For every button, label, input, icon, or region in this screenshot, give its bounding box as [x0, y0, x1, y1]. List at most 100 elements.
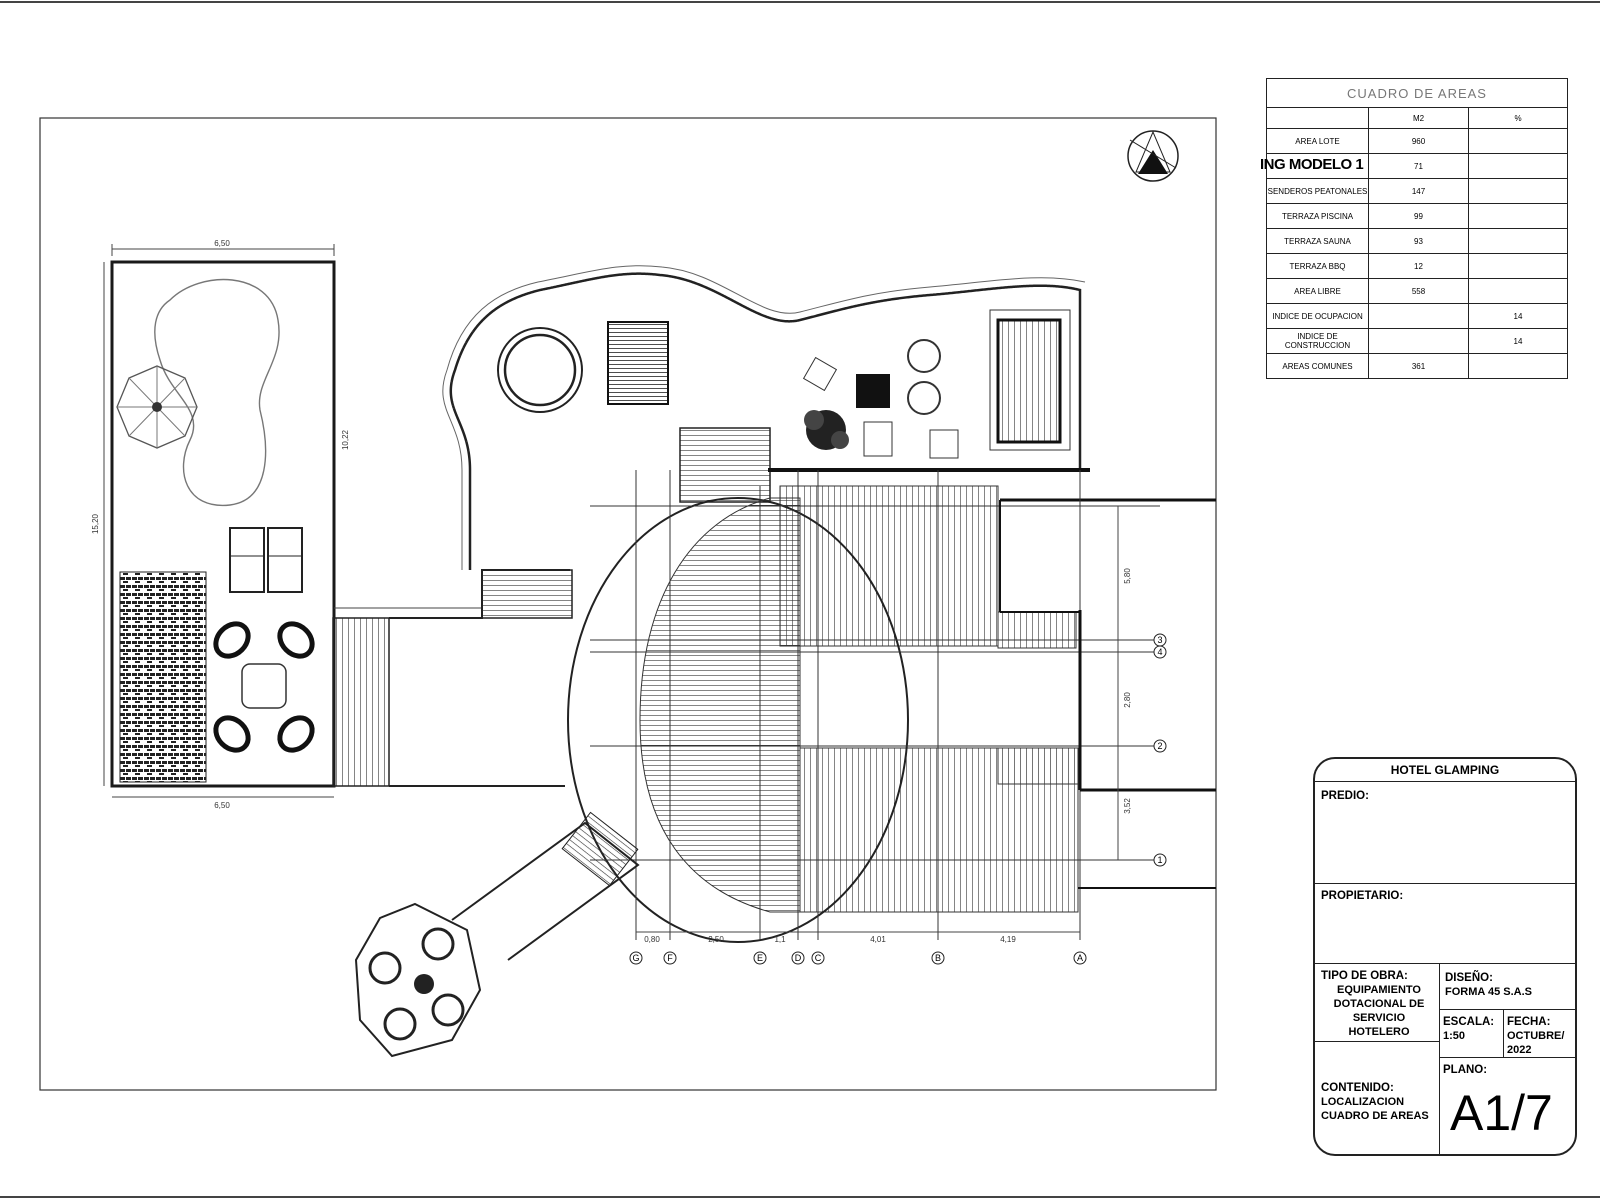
- dimension-label: 3,52: [1123, 798, 1132, 814]
- diseno-value: FORMA 45 S.A.S: [1445, 986, 1532, 998]
- plano-value: A1/7: [1450, 1085, 1553, 1141]
- areas-cell-m2: 361: [1368, 353, 1469, 379]
- grid-bubble-label: 4: [1157, 647, 1162, 657]
- tipo-obra-label: TIPO DE OBRA:: [1321, 970, 1408, 982]
- dimension-label: 1,1: [774, 935, 786, 944]
- areas-table-row: INDICE DE OCUPACION 14: [1266, 303, 1568, 329]
- areas-cell-pct: [1468, 228, 1568, 254]
- dimension-label: 4,01: [870, 935, 886, 944]
- grid-bubble-label: C: [815, 953, 822, 963]
- project-title: HOTEL GLAMPING: [1315, 759, 1575, 782]
- grid-bubble: 2: [1153, 739, 1167, 753]
- areas-table-row: INDICE DE CONSTRUCCION 14: [1266, 328, 1568, 354]
- umbrella-icon: [116, 365, 198, 449]
- grid-bubble: 4: [1153, 645, 1167, 659]
- diseno-label: DISEÑO:: [1445, 972, 1493, 984]
- col-pct: %: [1468, 107, 1568, 129]
- areas-cell-pct: [1468, 128, 1568, 154]
- south-walkway: [354, 811, 640, 1058]
- contenido-label: CONTENIDO:: [1321, 1082, 1394, 1094]
- areas-cell-label: SENDEROS PEATONALES: [1266, 178, 1369, 204]
- grid-bubble: B: [931, 951, 945, 965]
- plant-icon: [804, 410, 849, 450]
- grid-bubble-label: D: [795, 953, 802, 963]
- areas-cell-m2: 147: [1368, 178, 1469, 204]
- areas-cell-label: INDICE DE CONSTRUCCION: [1266, 328, 1369, 354]
- stairs: [679, 427, 771, 503]
- lounger: [267, 527, 303, 593]
- fecha-label: FECHA:: [1507, 1016, 1551, 1028]
- areas-cell-pct: [1468, 153, 1568, 179]
- areas-cell-m2: 12: [1368, 253, 1469, 279]
- areas-cell-label: INDICE DE OCUPACION: [1266, 303, 1369, 329]
- grid-bubble-label: 1: [1157, 855, 1162, 865]
- predio-label: PREDIO:: [1321, 790, 1369, 802]
- areas-cell-m2: 558: [1368, 278, 1469, 304]
- stairs: [332, 617, 390, 787]
- grid-bubble: G: [629, 951, 643, 965]
- areas-cell-label: AREA LOTE: [1266, 128, 1369, 154]
- areas-cell-pct: [1468, 178, 1568, 204]
- areas-table-title: CUADRO DE AREAS: [1266, 78, 1568, 108]
- escala-label: ESCALA:: [1443, 1016, 1495, 1028]
- escala-value: 1:50: [1443, 1030, 1466, 1042]
- grid-bubble: A: [1073, 951, 1087, 965]
- areas-cell-pct: [1468, 353, 1568, 379]
- areas-cell-m2: 99: [1368, 203, 1469, 229]
- areas-cell-label: AREA LIBRE: [1266, 278, 1369, 304]
- drawing-frame: [39, 117, 1217, 1091]
- dimension-label: 10,22: [341, 429, 350, 450]
- areas-cell-label: TERRAZA BBQ: [1266, 253, 1369, 279]
- grid-bubble: D: [791, 951, 805, 965]
- grid-bubble: E: [753, 951, 767, 965]
- grid-bubble-label: E: [757, 953, 763, 963]
- grid-bubble-label: 3: [1157, 635, 1162, 645]
- north-arrow-icon: [1127, 130, 1179, 182]
- dimension-label: 15,20: [91, 513, 100, 534]
- stairs: [481, 569, 573, 619]
- areas-cell-pct: [1468, 253, 1568, 279]
- areas-cell-m2: 71: [1368, 153, 1469, 179]
- main-building: [567, 427, 1216, 943]
- tipo-obra-value: EQUIPAMIENTO DOTACIONAL DE SERVICIO HOTE…: [1333, 984, 1425, 1038]
- table: [241, 663, 287, 709]
- propietario-label: PROPIETARIO:: [1321, 890, 1404, 902]
- grid-bubble-label: 2: [1157, 741, 1162, 751]
- round-deck: [354, 902, 482, 1058]
- dimension-label: 5,80: [1123, 568, 1132, 584]
- areas-cell-label: AREAS COMUNES: [1266, 353, 1369, 379]
- hot-tub: [497, 327, 583, 413]
- dimension-label: 4,19: [1000, 935, 1016, 944]
- dimension-label: 6,50: [214, 801, 230, 810]
- grid-bubble-label: G: [632, 953, 639, 963]
- areas-cell-m2: [1368, 328, 1469, 354]
- areas-cell-m2: 93: [1368, 228, 1469, 254]
- grid-bubble: 3: [1153, 633, 1167, 647]
- areas-cell-pct: 14: [1468, 303, 1568, 329]
- grid-bubble-label: A: [1077, 953, 1083, 963]
- bbq: [856, 374, 890, 408]
- grid-bubble-label: F: [667, 953, 673, 963]
- sauna: [607, 321, 669, 405]
- grid-bubble: C: [811, 951, 825, 965]
- walkway: [334, 569, 573, 787]
- dimension-label: 2,80: [1123, 692, 1132, 708]
- dimension-label: 2,50: [708, 935, 724, 944]
- paving-area: [119, 571, 207, 783]
- areas-cell-pct: 14: [1468, 328, 1568, 354]
- areas-cell-pct: [1468, 278, 1568, 304]
- grid-axis-labels: 3 4 2 1: [1153, 633, 1167, 867]
- grid-bubble-label: B: [935, 953, 941, 963]
- overlay-title: ING MODELO 1: [1260, 156, 1364, 173]
- contenido-value: LOCALIZACION CUADRO DE AREAS: [1321, 1096, 1429, 1122]
- areas-cell-label: TERRAZA PISCINA: [1266, 203, 1369, 229]
- plano-label: PLANO:: [1443, 1064, 1488, 1076]
- pool-terrace: [103, 244, 336, 798]
- grid-bubble: 1: [1153, 853, 1167, 867]
